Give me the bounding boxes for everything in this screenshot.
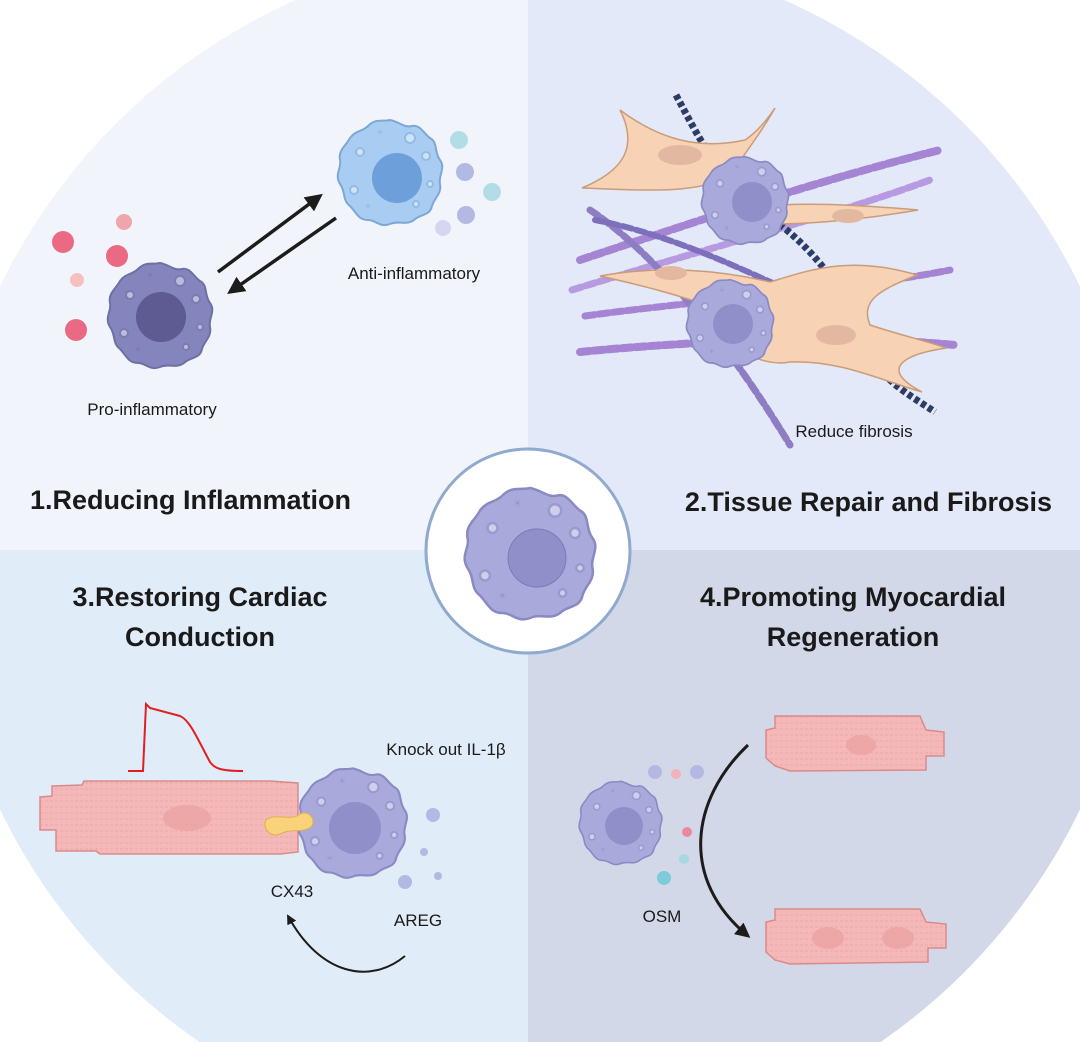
anti-cytokine-dots-icon [435, 131, 501, 236]
cardiomyocyte-nucleus [812, 927, 844, 949]
fibroblast-nucleus-icon [655, 145, 864, 345]
curved-arrow-icon [287, 914, 406, 973]
curved-arrow-icon [699, 743, 751, 938]
center-macrophage-badge [424, 447, 632, 655]
cytokine-dots-icon [52, 214, 132, 341]
macrophage-icon [297, 767, 408, 879]
gap-junction-icon [264, 812, 314, 836]
cardiomyocyte-nucleus [846, 735, 876, 755]
osm-label: OSM [643, 907, 682, 926]
osm-dots-icon [648, 765, 704, 885]
anti-inflammatory-macrophage-icon [336, 119, 444, 227]
macrophage-icon [463, 486, 597, 621]
quadrant-4: 4.Promoting Myocardial Regeneration OSM [578, 582, 1006, 965]
areg-label: AREG [394, 911, 442, 930]
quadrant-2-title: 2.Tissue Repair and Fibrosis [685, 487, 1052, 517]
quadrant-1: Pro-inflammatory Anti-inflammatory 1.Red… [30, 119, 501, 515]
cardiomyocyte-nucleus [163, 805, 211, 831]
cardiomyocyte-nucleus [882, 927, 914, 949]
binucleated-cardiomyocyte-icon [765, 908, 947, 965]
quadrant-4-title-line-2: Regeneration [767, 622, 940, 652]
pro-inflammatory-macrophage-icon [106, 262, 214, 370]
quadrant-3: 3.Restoring Cardiac Conduction Knock out… [39, 582, 506, 973]
macrophage-icon [685, 155, 790, 369]
quadrant-4-title-line-1: 4.Promoting Myocardial [700, 582, 1006, 612]
pro-inflammatory-label: Pro-inflammatory [87, 400, 217, 419]
knockout-il1b-label: Knock out IL-1β [386, 740, 506, 759]
macrophage-icon [578, 780, 663, 866]
quadrant-3-title-line-2: Conduction [125, 622, 275, 652]
action-potential-icon [128, 701, 244, 772]
quadrant-3-title-line-1: 3.Restoring Cardiac [72, 582, 327, 612]
quadrant-1-title: 1.Reducing Inflammation [30, 485, 351, 515]
bidirectional-arrow-icon [216, 193, 338, 295]
quadrant-2: Reduce fibrosis 2.Tissue Repair and Fibr… [568, 93, 1052, 517]
cx43-label: CX43 [271, 882, 314, 901]
areg-dots-icon [398, 808, 442, 889]
reduce-fibrosis-label: Reduce fibrosis [795, 422, 912, 441]
anti-inflammatory-label: Anti-inflammatory [348, 264, 481, 283]
